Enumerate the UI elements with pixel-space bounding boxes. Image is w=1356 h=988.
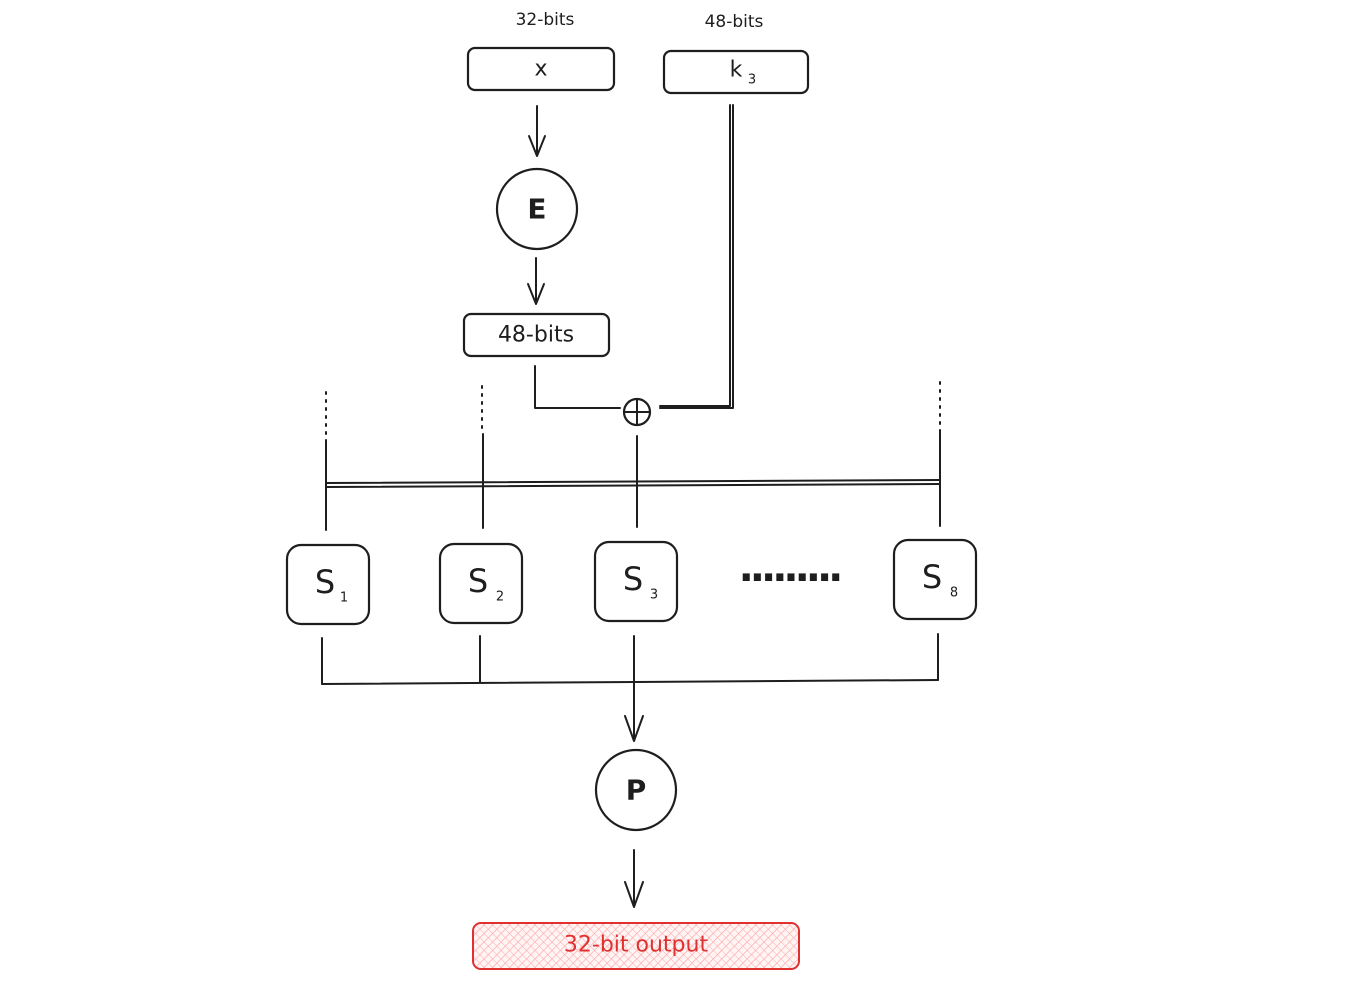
sbox-3: S 3 [593, 540, 679, 623]
sbox-1-subscript: 1 [340, 591, 348, 606]
sbox-2: S 2 [438, 542, 524, 625]
expanded-bits-label: 48-bits [498, 323, 574, 348]
line-k3-to-xor [659, 104, 734, 409]
sbox-3-subscript: 3 [650, 588, 658, 603]
arrow-e-to-48bits [527, 257, 545, 305]
sbox-8-subscript: 8 [950, 586, 958, 601]
output-box: 32-bit output [472, 922, 800, 970]
output-label: 32-bit output [564, 933, 709, 958]
sbox-ellipsis: ········· [739, 555, 841, 601]
permutation-circle [594, 748, 678, 832]
arrow-x-to-e [528, 105, 546, 157]
expanded-bits-box [462, 312, 611, 358]
k-width-label: 48-bits [705, 12, 764, 32]
permutation-label: P [626, 774, 647, 807]
sbox-8-label: S [922, 558, 942, 596]
expansion-circle [495, 167, 579, 251]
sbox-1-label: S [315, 563, 335, 601]
k-input-subscript: 3 [748, 73, 756, 88]
x-input-label: x [534, 57, 547, 82]
sbox-3-label: S [623, 560, 643, 598]
x-width-label: 32-bits [516, 10, 575, 30]
x-input-box [466, 46, 616, 92]
sbox-8: S 8 [892, 538, 978, 621]
output-bus [321, 633, 939, 685]
k-input-box [662, 49, 810, 95]
xor-icon [622, 397, 652, 427]
line-48bits-to-xor [534, 365, 621, 409]
sbox-2-label: S [468, 562, 488, 600]
k-input-label: k [730, 58, 743, 83]
expansion-label: E [527, 193, 546, 226]
arrow-p-to-output [624, 849, 644, 908]
input-bus [325, 479, 941, 488]
sbox-1: S 1 [285, 543, 371, 626]
arrow-sboxes-to-p [624, 635, 644, 742]
sbox-2-subscript: 2 [496, 590, 504, 605]
